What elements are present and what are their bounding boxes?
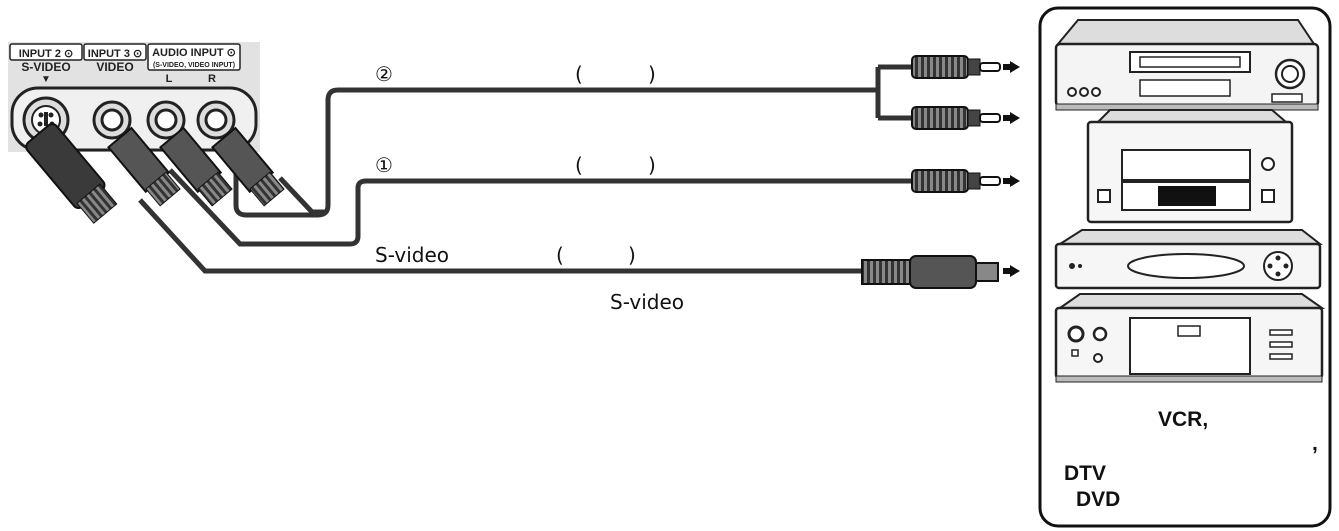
rca-plug-video xyxy=(911,169,1020,193)
rca-plug-audio-upper xyxy=(911,55,1020,79)
svideo-plug xyxy=(861,255,1020,289)
rca-plug-audio-lower xyxy=(911,106,1020,130)
input-panel: INPUT 2 ⊙ INPUT 3 ⊙ AUDIO INPUT ⊙ (S-VID… xyxy=(8,42,260,152)
panel-plugs xyxy=(25,123,285,224)
audio-input-label: AUDIO INPUT ⊙ xyxy=(152,47,236,59)
devices-dtv-label: DTV xyxy=(1064,462,1106,485)
video-cable-paren-close: ) xyxy=(648,153,656,177)
svideo-cable-paren-close: ) xyxy=(628,243,636,267)
svideo-port-label: S-VIDEO xyxy=(21,60,70,74)
svideo-arrow-icon: ▼ xyxy=(41,74,51,85)
audio-cable xyxy=(233,64,915,218)
video-cable xyxy=(168,168,915,247)
svideo-cable-label: S-video xyxy=(375,243,450,267)
video-cable-marker: ① xyxy=(375,153,393,177)
devices-vcr-label: VCR, xyxy=(1158,408,1209,431)
devices-comma: , xyxy=(1312,432,1318,455)
audio-input-note: (S-VIDEO, VIDEO INPUT) xyxy=(153,62,235,69)
audio-left-jack xyxy=(146,100,186,140)
input3-label: INPUT 3 ⊙ xyxy=(88,48,142,60)
svideo-cable-caption: S-video xyxy=(610,290,685,314)
video-jack xyxy=(92,100,132,140)
video-cable-paren-open: ( xyxy=(575,153,583,177)
svideo-cable-paren-open: ( xyxy=(556,243,564,267)
audio-right-jack xyxy=(196,100,236,140)
vcr-illustration xyxy=(1054,19,1320,111)
audio-right-label: R xyxy=(208,73,216,85)
audio-left-label: L xyxy=(166,73,173,85)
input2-label: INPUT 2 ⊙ xyxy=(19,48,73,60)
audio-cable-paren-close: ) xyxy=(648,62,656,86)
dvd-player-illustration xyxy=(1054,293,1326,383)
devices-dvd-label: DVD xyxy=(1076,488,1121,511)
dtv-receiver-illustration xyxy=(1054,229,1323,290)
audio-cable-marker: ② xyxy=(375,62,393,86)
video-port-label: VIDEO xyxy=(96,60,133,74)
cassette-deck-illustration xyxy=(1086,109,1294,224)
svideo-cable xyxy=(138,198,865,274)
audio-cable-paren-open: ( xyxy=(575,62,583,86)
